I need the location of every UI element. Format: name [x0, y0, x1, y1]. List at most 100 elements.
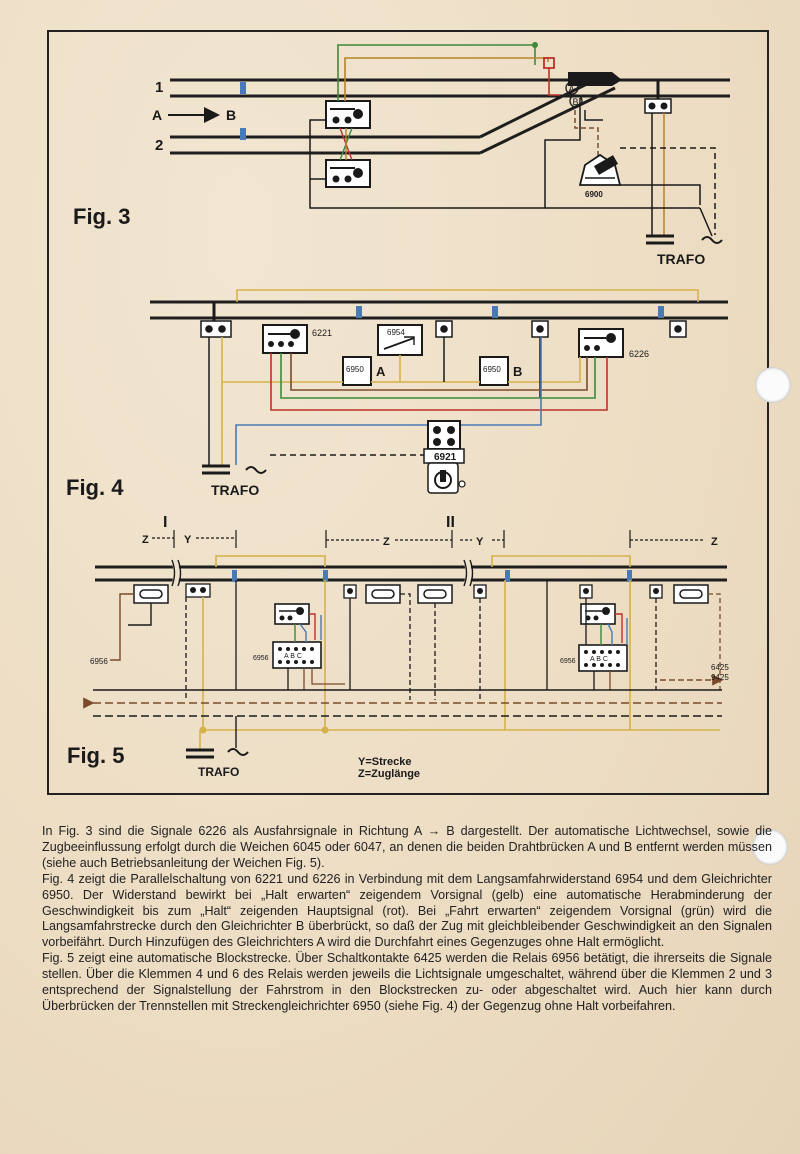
wire-green — [280, 353, 596, 399]
wire-brown — [290, 353, 588, 391]
paragraph-fig3: In Fig. 3 sind die Signale 6226 als Ausf… — [42, 824, 772, 870]
track-insulator — [505, 570, 510, 582]
track-2-label: 2 — [155, 137, 163, 154]
legend-z: Z=Zuglänge — [358, 768, 420, 780]
signal-6226-lower — [325, 159, 371, 188]
figure-5: I II Z Y Z Y Z — [67, 514, 729, 780]
relay-6956-right — [578, 644, 628, 672]
wire-yellow — [344, 57, 549, 101]
track-feeder-left — [200, 302, 232, 338]
block-i-label: I — [163, 514, 167, 531]
track-signal-right — [644, 80, 672, 114]
fig-3-title: Fig. 3 — [73, 204, 130, 229]
direction-a-label: A — [152, 107, 162, 123]
track-contact — [531, 320, 549, 338]
description-text: In Fig. 3 sind die Signale 6226 als Ausf… — [42, 824, 772, 1015]
bridge-b-label: B — [573, 97, 579, 107]
relay-left-label: 6956 — [253, 655, 269, 662]
signal-6226-label: 6226 — [629, 349, 649, 359]
wire-yellow — [236, 289, 699, 302]
contact-6425 — [673, 584, 709, 604]
dim-y-1: Y — [184, 534, 192, 546]
track-1-label: 1 — [155, 79, 163, 96]
contact-6425 — [133, 584, 169, 604]
track-insulator — [658, 306, 664, 318]
direction-b-label: B — [226, 107, 236, 123]
trafo-label: TRAFO — [657, 251, 705, 267]
figure-4: 6221 6954 6226 6950 A 6950 B — [66, 289, 728, 500]
legend-y: Y=Strecke — [358, 756, 412, 768]
contact-6425 — [417, 584, 453, 604]
dim-y-2: Y — [476, 536, 484, 548]
wire-green — [337, 44, 536, 101]
track-insulator — [627, 570, 632, 582]
wire-red-junction — [543, 57, 555, 69]
wire-brown-dashed — [574, 110, 599, 160]
track-insulator — [356, 306, 362, 318]
fig-4-title: Fig. 4 — [66, 475, 124, 500]
diagram-frame — [47, 30, 769, 795]
wiring-diagrams: 1 2 A B A B — [66, 42, 730, 780]
fig-5-title: Fig. 5 — [67, 743, 124, 768]
signal-6221 — [262, 324, 308, 354]
wire-red — [270, 353, 608, 411]
contacts-6425-label: 6425 — [711, 663, 729, 672]
block-signal-right — [580, 603, 616, 625]
rectifier-b-label: 6950 — [483, 365, 501, 374]
rectifier-b — [479, 356, 509, 386]
bridge-a-marker — [565, 81, 579, 95]
signal-6226 — [578, 328, 624, 358]
track-contact — [473, 584, 487, 599]
block-signal-left — [274, 603, 310, 625]
track-contact — [669, 320, 687, 338]
figure-3: 1 2 A B A B — [73, 42, 730, 267]
trafo-symbol — [202, 464, 267, 475]
dimension-lines — [152, 530, 705, 548]
track-insulator — [240, 128, 246, 140]
rectifier-a — [342, 356, 372, 386]
rectifier-a-label: 6950 — [346, 365, 364, 374]
relay-6956-left — [272, 641, 322, 669]
track-contact — [343, 584, 357, 599]
trafo-symbol — [186, 716, 249, 759]
paragraph-fig4: Fig. 4 zeigt die Parallelschaltung von 6… — [42, 871, 772, 950]
trafo-symbol — [646, 234, 723, 245]
wire-red — [548, 68, 560, 96]
relay-right-pins: A B C — [590, 656, 608, 663]
rectifier-a-letter: A — [376, 364, 386, 379]
signal-6221-label: 6221 — [312, 328, 332, 338]
dim-z-2: Z — [383, 536, 390, 548]
resistor-6954-label: 6954 — [387, 328, 405, 337]
track-contact — [649, 584, 663, 599]
track-insulator — [492, 306, 498, 318]
track-contact — [579, 584, 593, 599]
track-feeder — [185, 583, 211, 598]
controller-6921 — [423, 420, 466, 494]
track-insulator — [240, 82, 246, 94]
dim-z-3: Z — [711, 536, 718, 548]
dim-z-1: Z — [142, 534, 149, 546]
turnout-controller — [578, 153, 622, 186]
turnout-rail — [479, 78, 596, 139]
trafo-label: TRAFO — [211, 482, 259, 498]
rectifier-b-letter: B — [513, 364, 522, 379]
track-insulator — [323, 570, 328, 582]
punch-hole-lower — [752, 829, 788, 865]
contacts-9425-label: 9425 — [711, 673, 729, 682]
relay-right-label: 6956 — [560, 658, 576, 665]
left-relay-ref-label: 6956 — [90, 657, 108, 666]
signal-6226-upper — [325, 100, 371, 129]
trafo-label: TRAFO — [198, 765, 239, 779]
turnout-rail — [479, 86, 616, 155]
track-contact — [435, 320, 453, 338]
track-insulator — [232, 570, 237, 582]
punch-hole-upper — [755, 367, 791, 403]
controller-6921-label: 6921 — [434, 452, 457, 463]
contact-6425 — [365, 584, 401, 604]
block-ii-label: II — [446, 514, 455, 531]
paragraph-fig5: Fig. 5 zeigt eine automatische Blockstre… — [42, 951, 772, 1013]
turnout-motor — [568, 72, 622, 86]
turnout-controller-label: 6900 — [585, 190, 603, 199]
wire-blue — [235, 337, 542, 465]
